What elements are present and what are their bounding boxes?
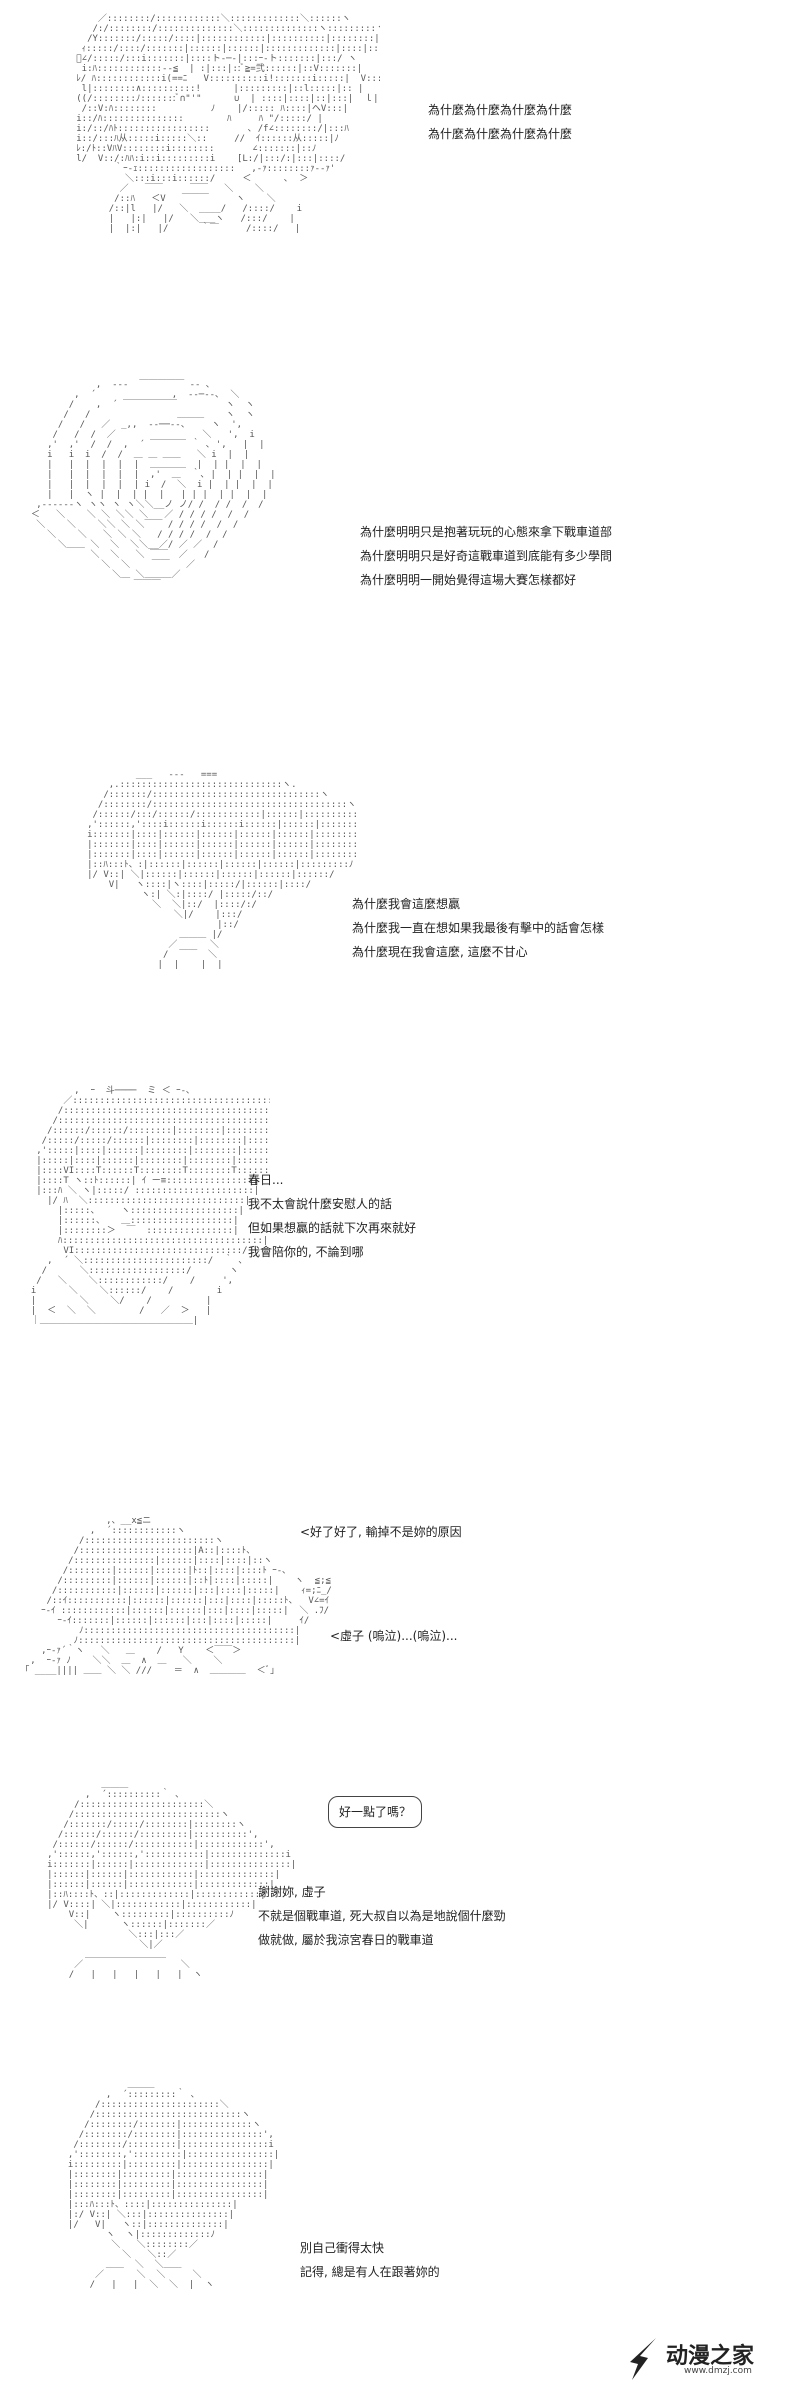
panel-7: ＿＿＿ , ´:::::::::｀ ､ /:::::::::::::::::::… [0, 2050, 800, 2392]
dialog-line: 春日... [248, 1173, 284, 1187]
ascii-art-figure: ／::::::::/::::::::::::＼:::::::::::::＼:::… [70, 14, 380, 234]
dialog-line: 為什麼我一直在想如果我最後有擊中的話會怎樣 [352, 921, 605, 935]
panel-3: ___ --- === ,.::::::::::::::::::::::::::… [0, 740, 800, 1060]
ascii-art-figure: ＿＿＿ , ´::::::::::｀ ､ /::::::::::::::::::… [47, 1780, 297, 1980]
dialog-line: 謝謝妳, 虛子 [258, 1885, 326, 1899]
ascii-art-figure: , ｰ 斗──── ミ ＜ ｰ-､ ／:::::::::::::::::::::… [30, 1086, 270, 1326]
dialog-block: 為什麼為什麼為什麼為什麼 為什麼為什麼為什麼為什麼 [428, 98, 572, 146]
ascii-art-figure: ＿＿＿ , ´:::::::::｀ ､ /:::::::::::::::::::… [67, 2080, 280, 2290]
dialog-line: <虛子 (嗚泣)...(嗚泣)... [330, 1629, 458, 1643]
dialog-line: 但如果想贏的話就下次再來就好 [248, 1221, 417, 1235]
dialog-line: 我不太會說什麼安慰人的話 [248, 1197, 393, 1211]
panel-2: , -‐‐ ￣￣￣￣￣ ‐‐ ､ , ´ , -‐─‐-､ ＼ / , ´ ￣￣… [0, 340, 800, 740]
dialog-block: <虛子 (嗚泣)...(嗚泣)... [330, 1624, 457, 1648]
dialog-line: 為什麼明明一開始覺得這場大賽怎樣都好 [360, 573, 577, 587]
watermark-name: 动漫之家 [666, 2344, 755, 2369]
panel-4: , ｰ 斗──── ミ ＜ ｰ-､ ／:::::::::::::::::::::… [0, 1060, 800, 1500]
dialog-block: 別自己衝得太快 記得, 總是有人在跟著妳的 [300, 2236, 440, 2284]
dialog-line: 為什麼明明只是抱著玩玩的心態來拿下戰車道部 [360, 525, 613, 539]
ascii-art-figure: ,、__x≦ニ , ´::::::::::::ヽ /::::::::::::::… [24, 1516, 332, 1676]
dialog-line: <好了好了, 輸掉不是妳的原因 [300, 1525, 462, 1539]
brush-stroke-icon [630, 2338, 656, 2380]
bubble-text: 好一點了嗎？ [339, 1805, 412, 1819]
watermark-url: www.dmzj.com [684, 2366, 752, 2376]
dialog-block: 春日... 我不太會說什麼安慰人的話 但如果想贏的話就下次再來就好 我會陪你的,… [248, 1168, 416, 1264]
panel-6: ＿＿＿ , ´::::::::::｀ ､ /::::::::::::::::::… [0, 1750, 800, 2050]
dialog-block: 為什麼明明只是抱著玩玩的心態來拿下戰車道部 為什麼明明只是好奇這戰車道到底能有多… [360, 520, 612, 592]
dialog-line: 不就是個戰車道, 死大叔自以為是地說個什麼勁 [258, 1909, 506, 1923]
watermark-logo: 动漫之家 www.dmzj.com [626, 2334, 786, 2384]
dialog-line: 做就做, 屬於我涼宮春日的戰車道 [258, 1933, 434, 1947]
dialog-block: <好了好了, 輸掉不是妳的原因 [300, 1520, 462, 1544]
ascii-art-figure: , -‐‐ ￣￣￣￣￣ ‐‐ ､ , ´ , -‐─‐-､ ＼ / , ´ ￣￣… [30, 380, 276, 590]
dialog-line: 別自己衝得太快 [300, 2241, 385, 2255]
speech-bubble: 好一點了嗎？ [328, 1796, 423, 1828]
dialog-block: 為什麼我會這麼想贏 為什麼我一直在想如果我最後有擊中的話會怎樣 為什麼現在我會這… [352, 892, 604, 964]
panel-1: ／::::::::/::::::::::::＼:::::::::::::＼:::… [0, 0, 800, 340]
dialog-line: 為什麼我會這麼想贏 [352, 897, 461, 911]
ascii-art-figure: ___ --- === ,.::::::::::::::::::::::::::… [87, 770, 360, 970]
dialog-line: 為什麼現在我會這麼, 這麼不甘心 [352, 945, 528, 959]
dialog-line: 為什麼明明只是好奇這戰車道到底能有多少學問 [360, 549, 613, 563]
panel-5: ,、__x≦ニ , ´::::::::::::ヽ /::::::::::::::… [0, 1500, 800, 1750]
dialog-line: 為什麼為什麼為什麼為什麼 [428, 103, 573, 117]
dialog-line: 我會陪你的, 不論到哪 [248, 1245, 364, 1259]
dialog-line: 為什麼為什麼為什麼為什麼 [428, 127, 573, 141]
dialog-line: 記得, 總是有人在跟著妳的 [300, 2265, 440, 2279]
dialog-block: 謝謝妳, 虛子 不就是個戰車道, 死大叔自以為是地說個什麼勁 做就做, 屬於我涼… [258, 1880, 506, 1952]
